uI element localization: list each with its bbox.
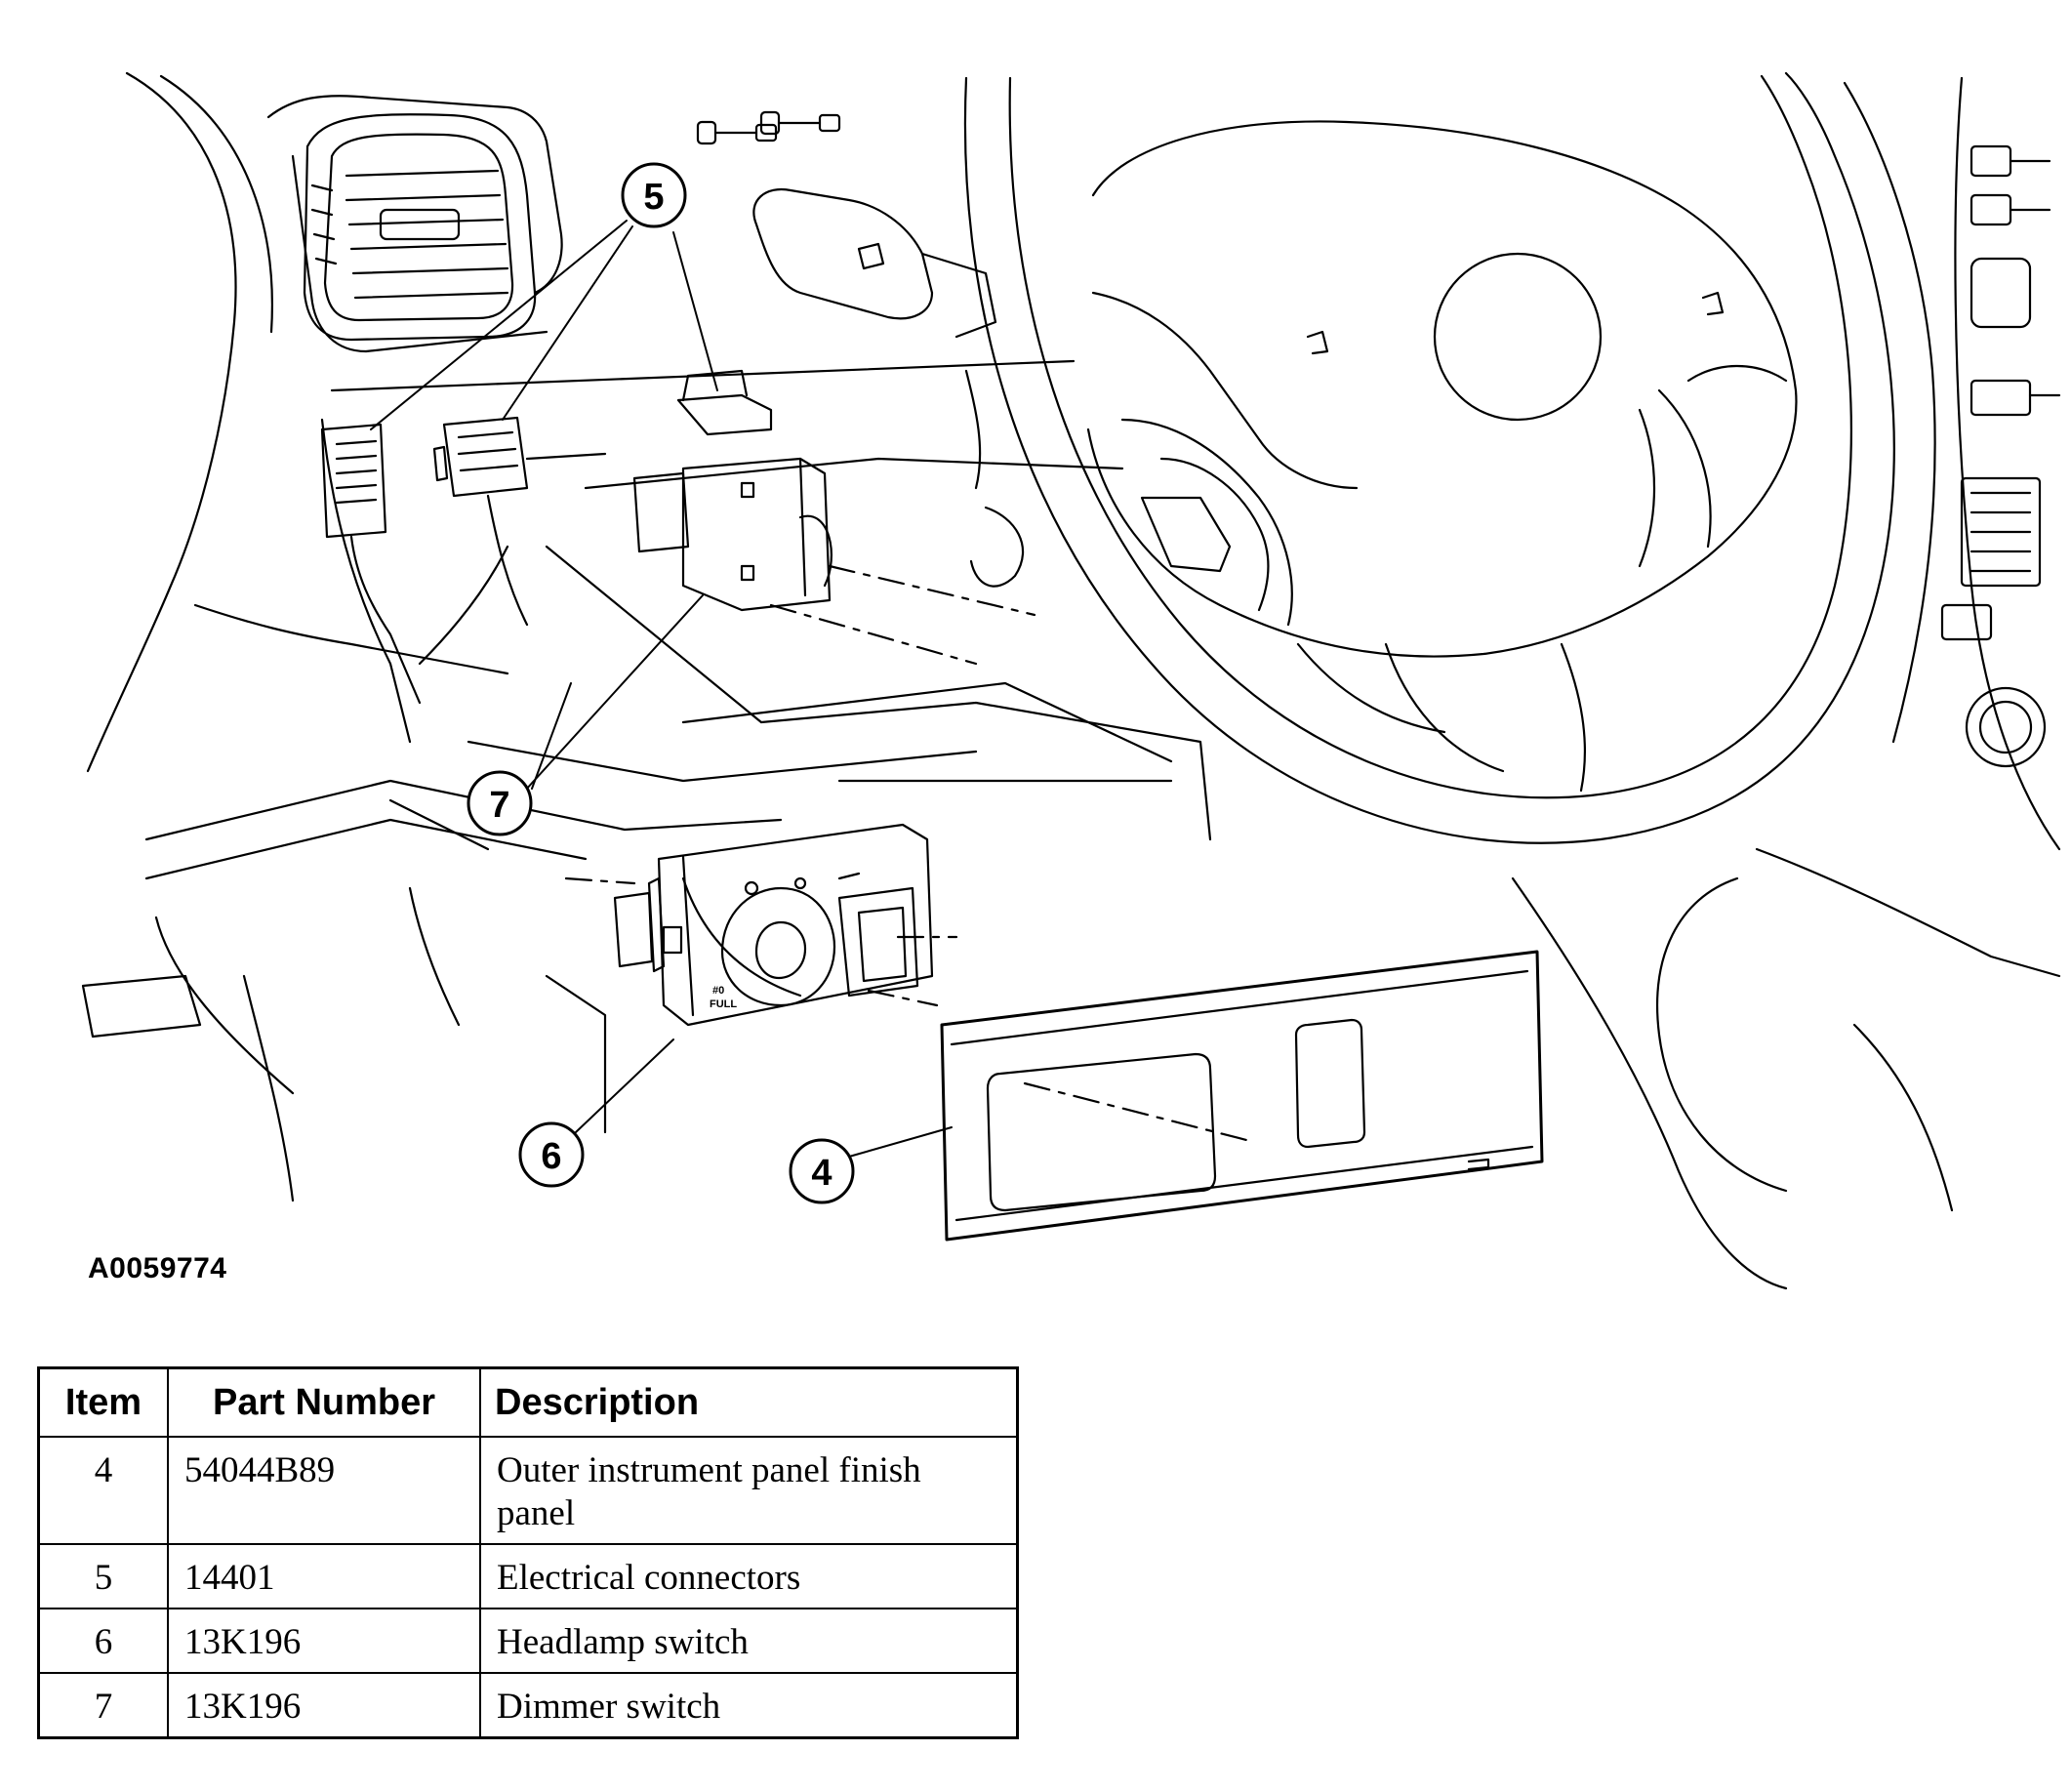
part-number-cell: 14401	[167, 1543, 481, 1609]
table-row: 6 13K196 Headlamp switch	[37, 1608, 1019, 1674]
table-row: 5 14401 Electrical connectors	[37, 1543, 1019, 1609]
callout-7: 7	[467, 770, 533, 836]
callout-6-label: 6	[541, 1136, 561, 1177]
table-header-row: Item Part Number Description	[37, 1366, 1019, 1438]
part-number-cell: 13K196	[167, 1672, 481, 1739]
steering-wheel	[963, 71, 1895, 844]
table-row: 7 13K196 Dimmer switch	[37, 1672, 1019, 1739]
headlamp-switch	[613, 823, 934, 1027]
exploded-view-illustration: 5 7 6 4 #0 FULL	[81, 71, 2061, 1290]
description-cell: Headlamp switch	[479, 1608, 1019, 1674]
air-vent	[303, 113, 537, 342]
column-header-part-number: Part Number	[167, 1366, 481, 1438]
electrical-connector-left	[320, 423, 422, 705]
callout-5: 5	[621, 162, 687, 228]
column-header-item: Item	[37, 1366, 169, 1438]
callout-6: 6	[518, 1121, 585, 1188]
item-cell: 6	[37, 1608, 169, 1674]
alignment-lines	[564, 564, 1256, 1144]
item-cell: 5	[37, 1543, 169, 1609]
item-cell: 7	[37, 1672, 169, 1739]
part-number-cell: 13K196	[167, 1608, 481, 1674]
bolts	[696, 110, 841, 145]
table-row: 4 54044B89 Outer instrument panel finish…	[37, 1436, 1019, 1545]
callout-5-label: 5	[643, 177, 664, 218]
callout-7-label: 7	[489, 785, 509, 826]
figure-id: A0059774	[88, 1252, 227, 1284]
item-cell: 4	[37, 1436, 169, 1545]
column-header-description: Description	[479, 1366, 1019, 1438]
description-cell: Outer instrument panel finish panel	[479, 1436, 1019, 1545]
leader-lines	[370, 220, 953, 1158]
switch-marking-0: #0	[712, 985, 724, 997]
dimmer-switch	[632, 369, 832, 612]
electrical-connector-middle	[418, 416, 607, 666]
callout-4-label: 4	[811, 1153, 832, 1194]
description-cell: Dimmer switch	[479, 1672, 1019, 1739]
column-stalk	[752, 187, 1025, 588]
dashboard-outline	[81, 71, 1212, 1202]
finish-panel	[940, 950, 1544, 1242]
description-cell: Electrical connectors	[479, 1543, 1019, 1609]
switch-marking-full: FULL	[710, 998, 737, 1010]
right-dash-parts	[1511, 76, 2061, 1290]
callout-4: 4	[789, 1138, 855, 1204]
part-number-cell: 54044B89	[167, 1436, 481, 1545]
parts-table: Item Part Number Description 4 54044B89 …	[37, 1366, 1019, 1739]
